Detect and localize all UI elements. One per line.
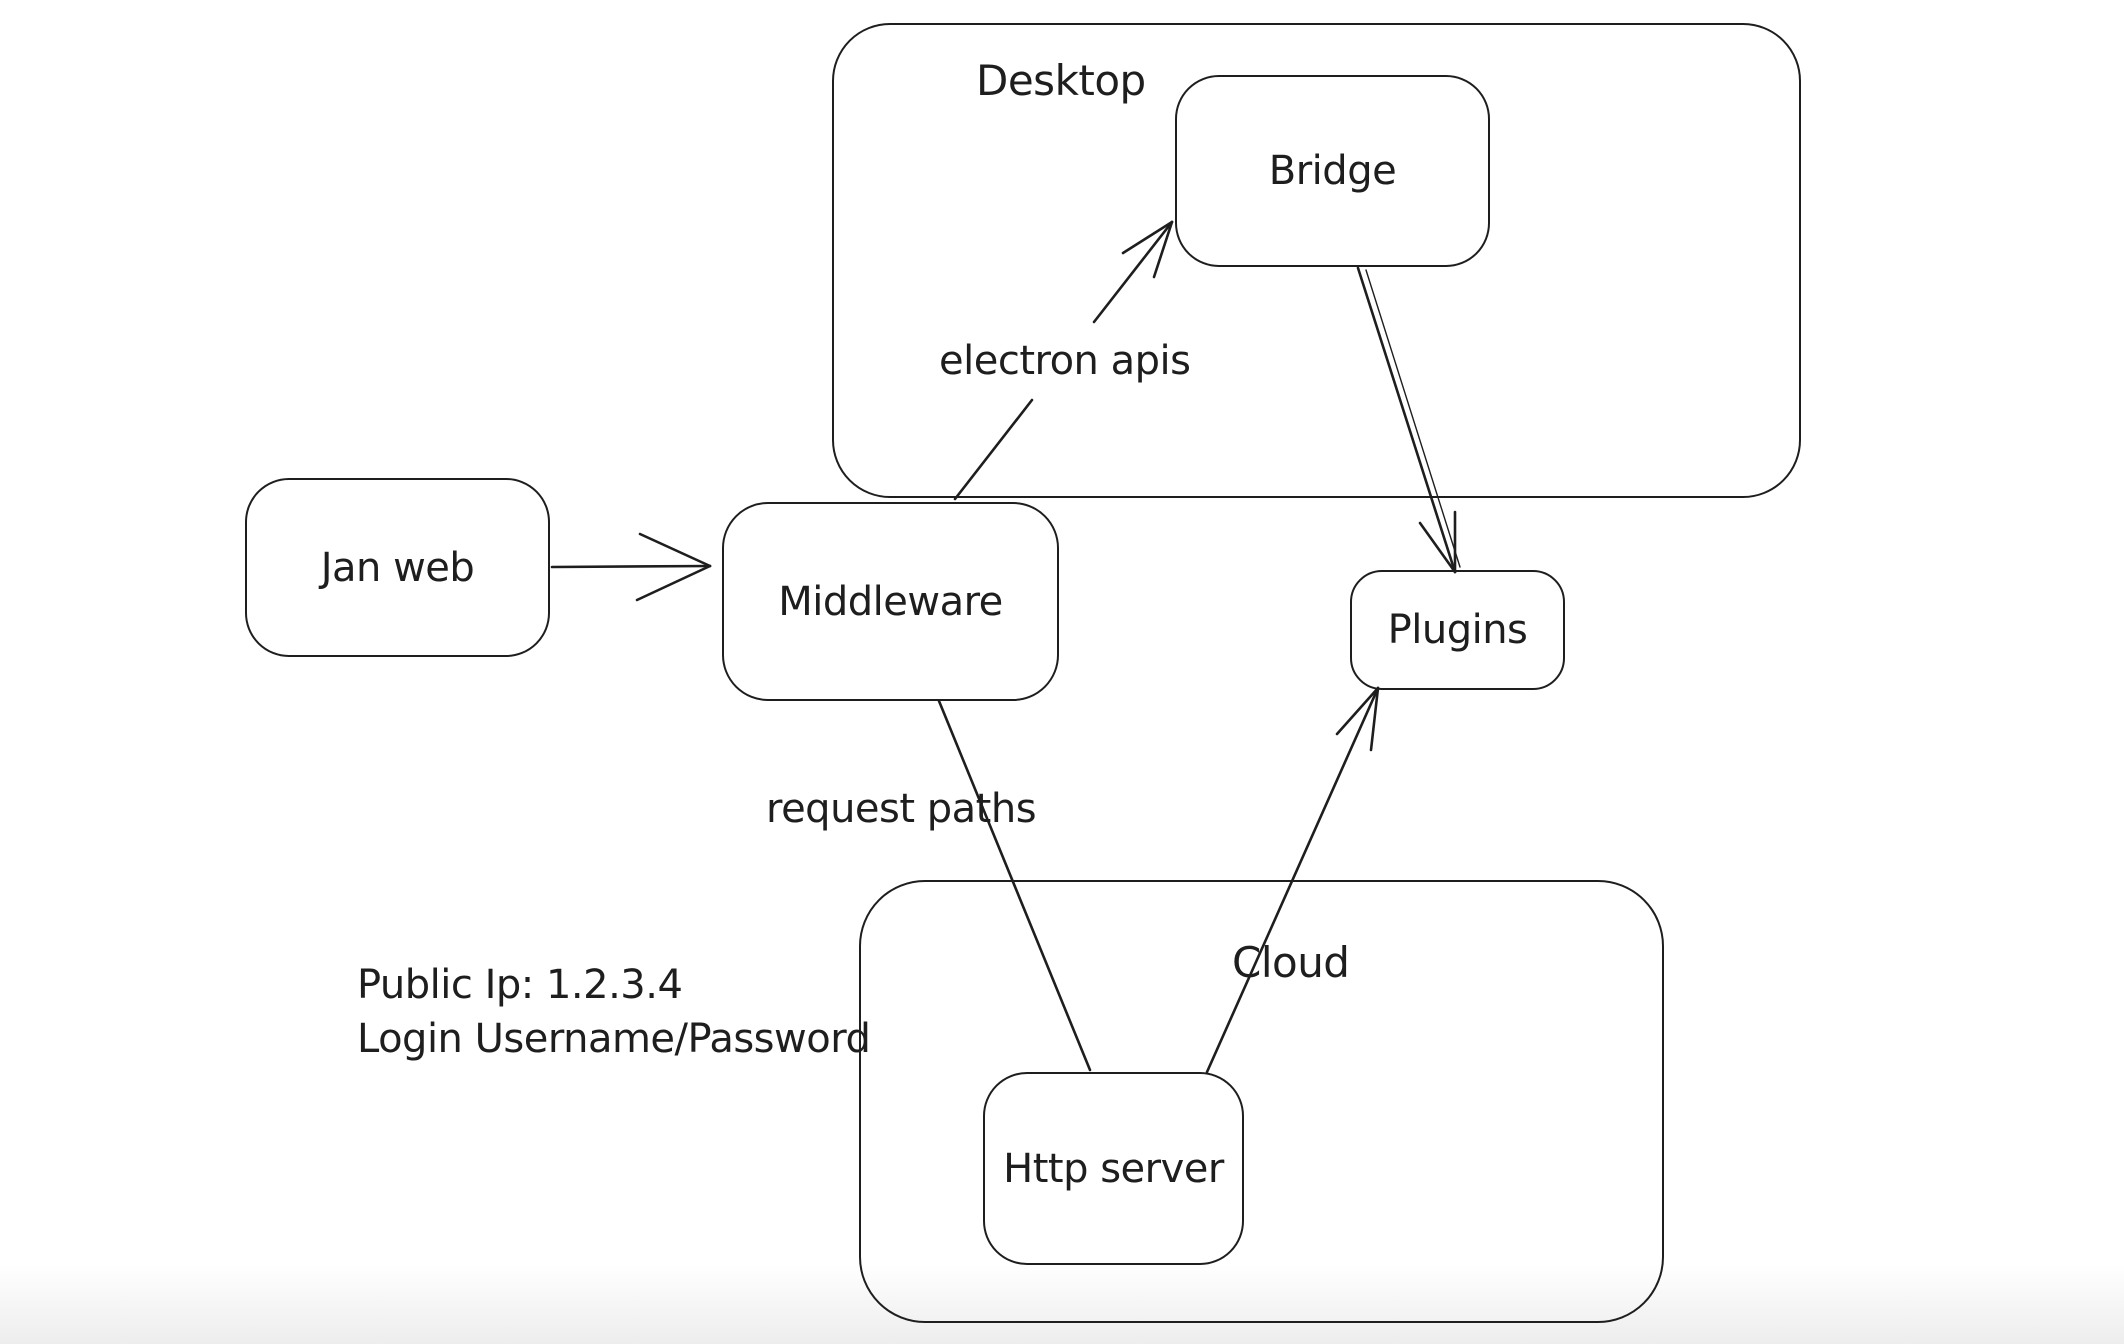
connector-bridge-to-plugins[interactable]	[1356, 266, 1461, 574]
connector-http-server-to-plugins[interactable]	[1205, 686, 1380, 1074]
node-middleware[interactable]: Middleware	[722, 502, 1059, 701]
connector-middleware-to-http-server[interactable]	[937, 699, 1092, 1072]
node-jan-web[interactable]: Jan web	[245, 478, 550, 657]
credentials-note-line1: Public Ip: 1.2.3.4	[357, 962, 683, 1008]
edge-label-request-paths[interactable]: request paths	[766, 786, 1037, 832]
credentials-note[interactable]: Public Ip: 1.2.3.4 Login Username/Passwo…	[357, 958, 871, 1066]
connector-middleware-to-bridge[interactable]	[953, 220, 1174, 501]
credentials-note-line2: Login Username/Password	[357, 1016, 871, 1062]
node-middleware-label[interactable]: Middleware	[778, 578, 1003, 625]
node-bridge-label[interactable]: Bridge	[1268, 148, 1397, 194]
cloud-container[interactable]	[859, 880, 1664, 1323]
desktop-container[interactable]	[832, 23, 1801, 498]
cloud-container-label[interactable]: Cloud	[1232, 938, 1350, 987]
node-bridge[interactable]: Bridge	[1175, 75, 1490, 267]
connector-jan-web-to-middleware[interactable]	[550, 532, 712, 602]
desktop-container-label[interactable]: Desktop	[976, 56, 1146, 105]
node-jan-web-label[interactable]: Jan web	[320, 544, 475, 591]
node-http-server[interactable]: Http server	[983, 1072, 1244, 1265]
node-http-server-label[interactable]: Http server	[1003, 1145, 1224, 1192]
node-plugins-label[interactable]: Plugins	[1387, 607, 1528, 653]
node-plugins[interactable]: Plugins	[1350, 570, 1565, 690]
edge-label-electron-apis[interactable]: electron apis	[939, 338, 1191, 384]
